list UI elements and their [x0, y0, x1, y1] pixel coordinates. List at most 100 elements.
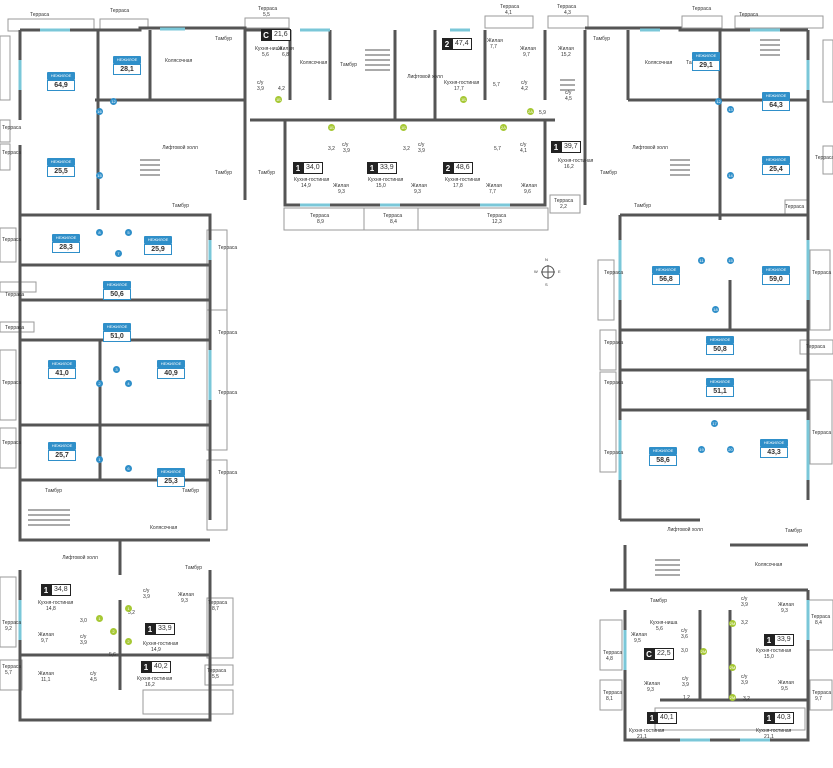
room-label: Кухня-гостиная	[444, 80, 480, 86]
terrace-area: 2,2	[560, 204, 567, 210]
terrace-label: Терраса	[557, 4, 577, 10]
room-label: Жилая	[38, 671, 54, 677]
terrace-label: Терраса	[207, 668, 227, 674]
room-area: 9,6	[524, 189, 531, 195]
terrace-label: Терраса	[5, 292, 25, 298]
terrace-label: Терраса	[692, 6, 712, 12]
green-marker: 1Б	[328, 124, 335, 131]
terrace-label: Терраса	[2, 380, 22, 386]
room-area: 17,7	[454, 86, 464, 92]
room-label: с/у	[521, 80, 528, 86]
blue-marker: 7	[115, 250, 122, 257]
non-residential-tag: НЕЖИЛОЕ	[48, 360, 76, 368]
room-area: 5,2	[128, 610, 135, 616]
room-area: 5,6	[656, 626, 663, 632]
room-area: 9,7	[523, 52, 530, 58]
room-area: 3,9	[741, 602, 748, 608]
room-label: Жилая	[520, 46, 536, 52]
room-label: Кухня-гостиная	[445, 177, 481, 183]
room-area: 7,7	[490, 44, 497, 50]
room-label: с/у	[257, 80, 264, 86]
unit-area: 25,4	[762, 164, 790, 175]
terrace-label: Терраса	[811, 614, 831, 620]
non-residential-tag: НЕЖИЛОЕ	[706, 378, 734, 386]
room-label: Жилая	[333, 183, 349, 189]
terrace-label: Терраса	[2, 150, 22, 156]
terrace-label: Терраса	[2, 664, 22, 670]
room-label: с/у	[342, 142, 349, 148]
terrace-label: Терраса	[604, 380, 624, 386]
room-label: Кухня-гостиная	[294, 177, 330, 183]
rooms-count: 1	[145, 623, 155, 635]
compass-n: N	[545, 257, 548, 262]
room-label: Жилая	[631, 632, 647, 638]
elevator-hall-label: Лифтовой холл	[407, 74, 443, 80]
vestibule-label: Тамбур	[215, 170, 232, 176]
room-area: 21,1	[637, 734, 647, 740]
blue-marker: 18	[712, 306, 719, 313]
terrace-label: Терраса	[208, 600, 228, 606]
unit-area: 25,3	[157, 476, 185, 487]
room-area: 3,9	[143, 594, 150, 600]
green-marker: 1Б	[400, 124, 407, 131]
non-residential-tag: НЕЖИЛОЕ	[157, 360, 185, 368]
non-residential-tag: НЕЖИЛОЕ	[47, 158, 75, 166]
terrace-label: Терраса	[110, 8, 130, 14]
room-label: Кухня-гостиная	[756, 648, 792, 654]
room-label: с/у	[681, 628, 688, 634]
apartment-area: 22,5	[654, 648, 674, 660]
green-marker: 2М	[729, 620, 736, 627]
room-area: 3,2	[741, 620, 748, 626]
elevator-hall-label: Лифтовой холл	[162, 145, 198, 151]
room-area: 4,2	[521, 86, 528, 92]
room-label: Кухня-гостиная	[558, 158, 594, 164]
room-label: Жилая	[278, 46, 294, 52]
blue-marker: 2	[96, 380, 103, 387]
room-area: 15,2	[561, 52, 571, 58]
rooms-count: 1	[764, 712, 774, 724]
room-area: 3,9	[257, 86, 264, 92]
room-area: 9,3	[647, 687, 654, 693]
room-area: 3,0	[681, 648, 688, 654]
room-label: Кухня-гостиная	[143, 641, 179, 647]
rooms-count: 1	[367, 162, 377, 174]
green-marker: 2М	[700, 648, 707, 655]
blue-marker: 3	[113, 366, 120, 373]
elevator-hall-label: Лифтовой холл	[667, 527, 703, 533]
terrace-label: Терраса	[604, 450, 624, 456]
vestibule-label: Тамбур	[172, 203, 189, 209]
room-area: 14,9	[301, 183, 311, 189]
room-label: Кухня-гостиная	[756, 728, 792, 734]
room-area: 17,8	[453, 183, 463, 189]
terrace-label: Терраса	[30, 12, 50, 18]
vestibule-label: Тамбур	[785, 528, 802, 534]
room-area: 21,1	[764, 734, 774, 740]
room-label: Жилая	[778, 602, 794, 608]
room-area: 4,2	[278, 86, 285, 92]
blue-marker: 17	[711, 420, 718, 427]
unit-area: 59,0	[762, 274, 790, 285]
room-area: 15,0	[376, 183, 386, 189]
vestibule-label: Тамбур	[593, 36, 610, 42]
terrace-label: Терраса	[739, 12, 759, 18]
apartment-area: 34,8	[51, 584, 71, 596]
room-label: Жилая	[521, 183, 537, 189]
unit-area: 58,6	[649, 455, 677, 466]
unit-area: 64,3	[762, 100, 790, 111]
room-area: 5,9	[539, 110, 546, 116]
rooms-count: 1	[551, 141, 561, 153]
non-residential-tag: НЕЖИЛОЕ	[762, 266, 790, 274]
rooms-count: 1	[293, 162, 303, 174]
apartment-area: 33,9	[377, 162, 397, 174]
